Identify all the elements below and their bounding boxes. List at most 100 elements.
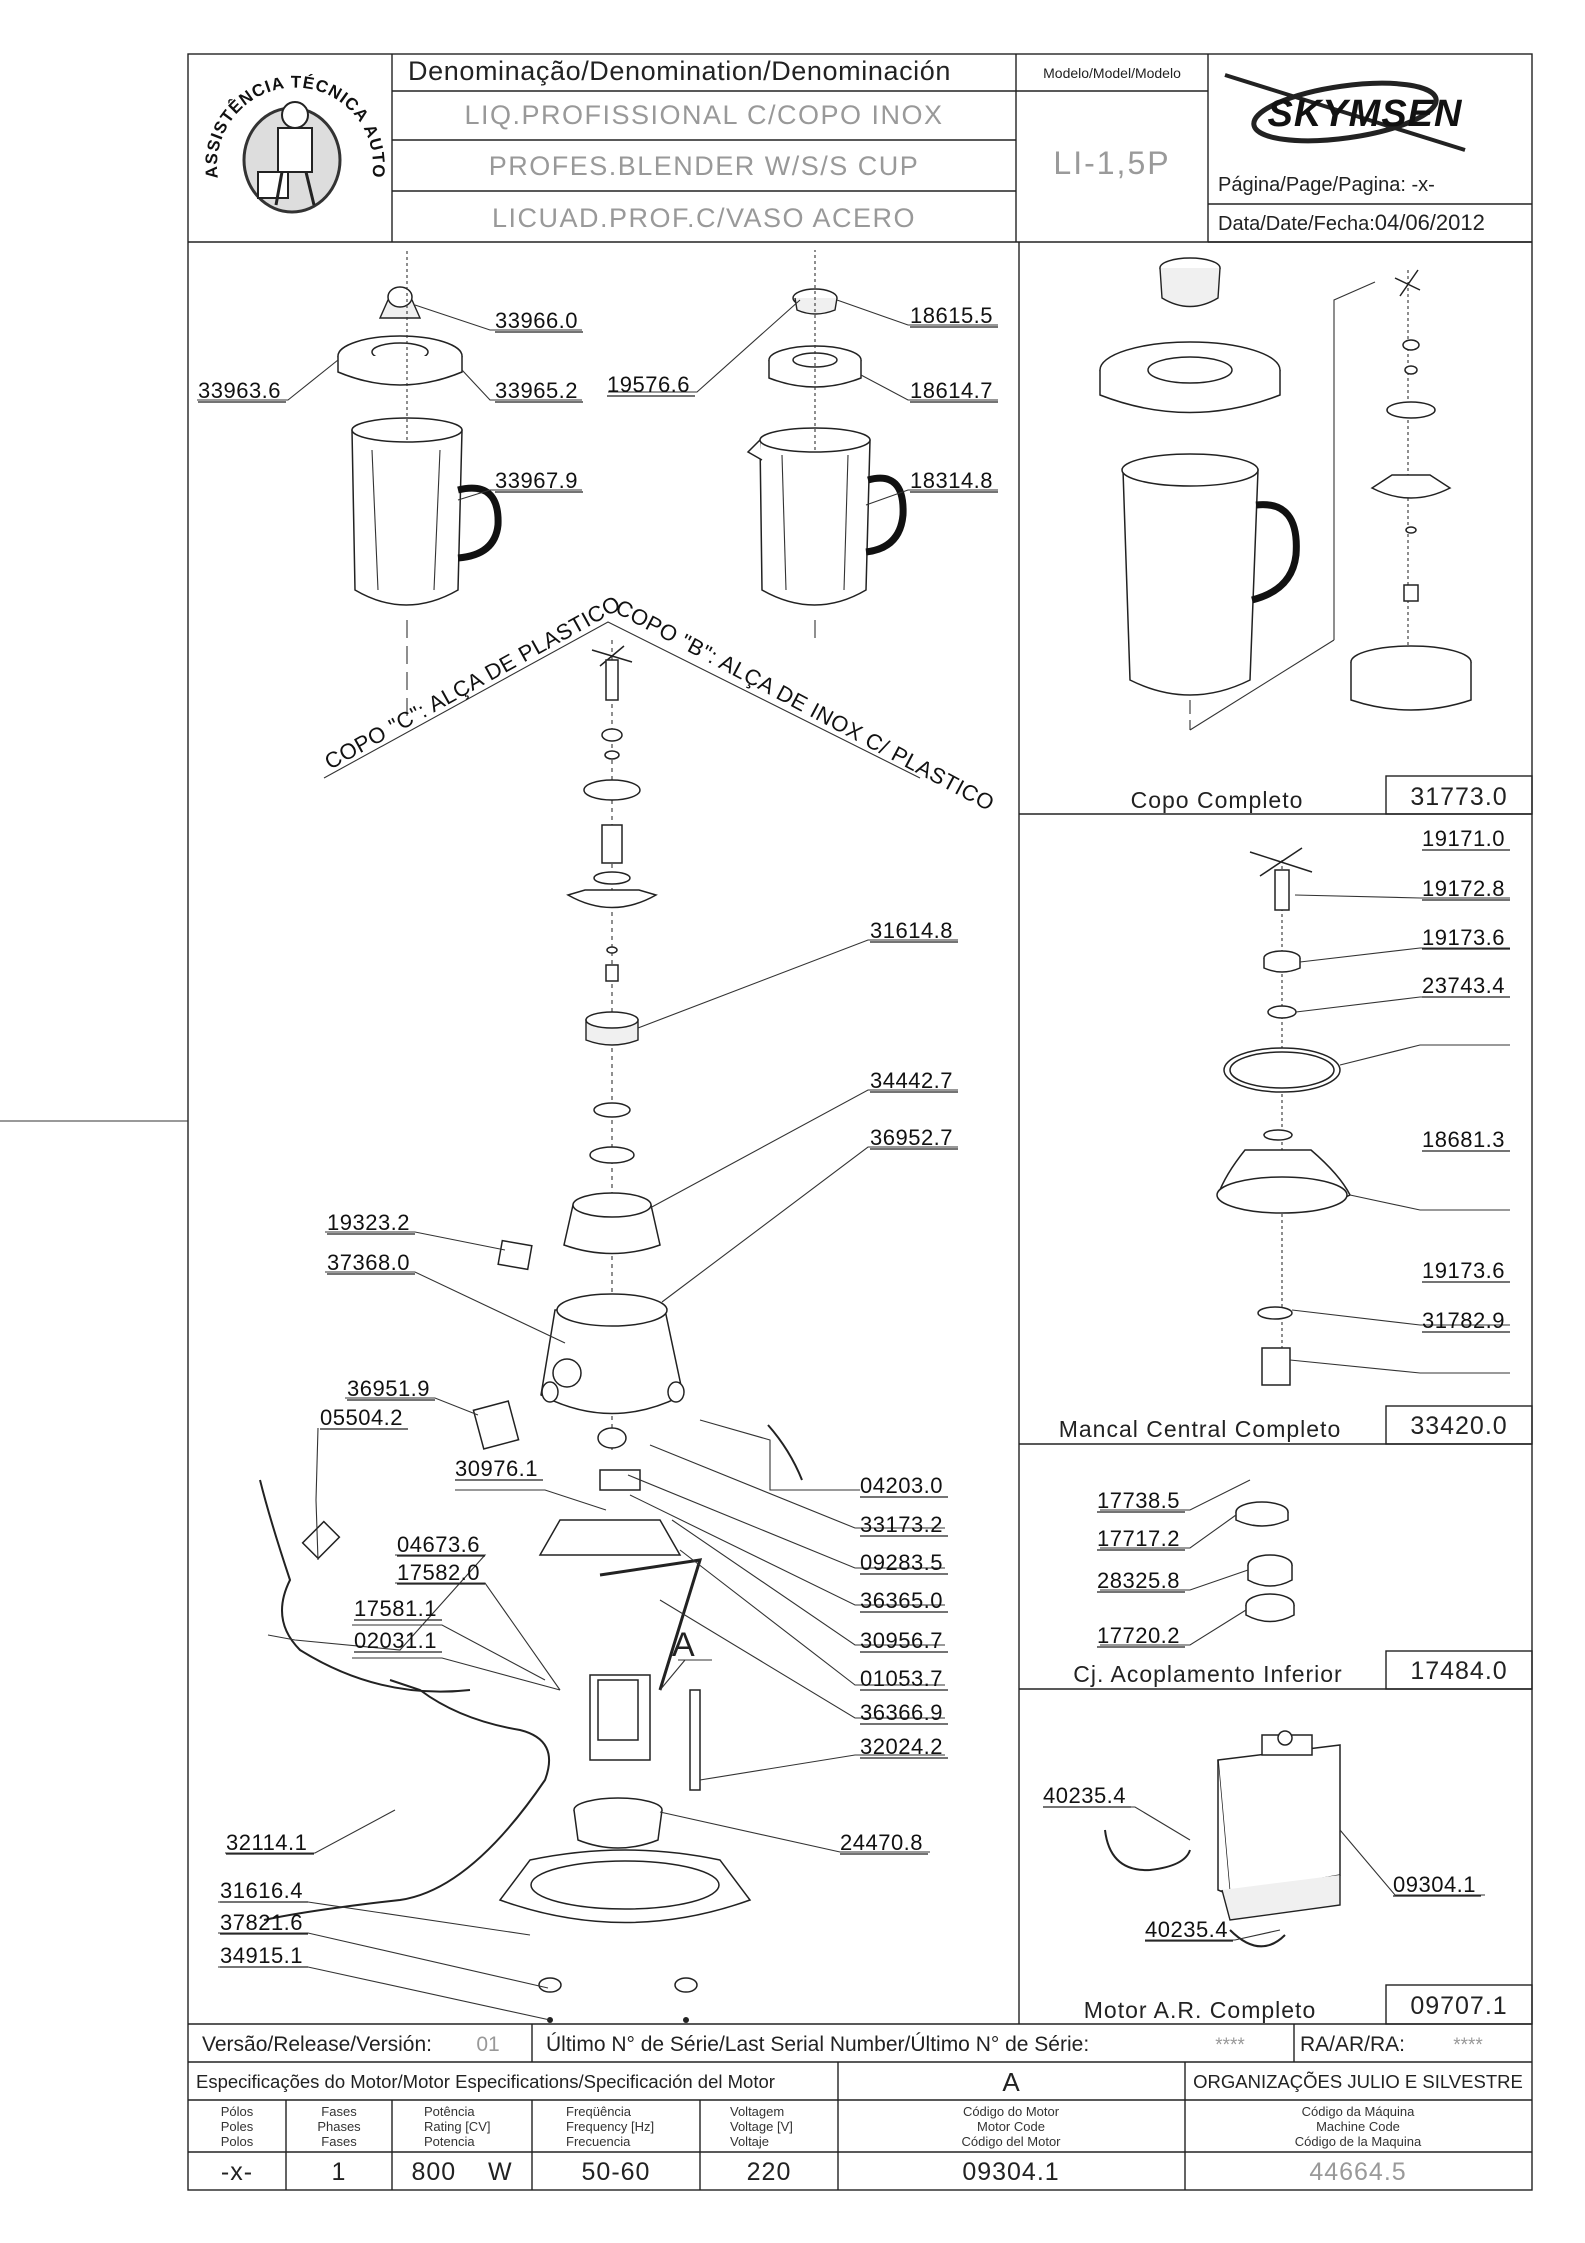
cup-b-assembly: [746, 250, 907, 640]
center-shaft-stack: [259, 640, 803, 2023]
part-number-05504: 05504.2: [320, 1405, 403, 1430]
spec-poles-h2: Poles: [221, 2119, 254, 2134]
part-number-18314: 18314.8: [910, 468, 993, 493]
sheet-frame: [0, 53, 1533, 2191]
product-name-en: PROFES.BLENDER W/S/S CUP: [489, 151, 920, 181]
spec-machine-code-h1: Código da Máquina: [1302, 2104, 1416, 2119]
part-number-04673: 04673.6: [397, 1532, 480, 1557]
part-number-17738: 17738.5: [1097, 1488, 1180, 1513]
spec-frequency-h1: Freqüência: [566, 2104, 632, 2119]
part-number-33967: 33967.9: [495, 468, 578, 493]
model-label: Modelo/Model/Modelo: [1043, 65, 1181, 81]
motor-spec-columns: Pólos Poles Polos -x- Fases Phases Fases…: [221, 2104, 1422, 2186]
part-number-36365: 36365.0: [860, 1588, 943, 1613]
spec-phases-value: 1: [332, 2158, 347, 2186]
subassembly-motor-code: 09707.1: [1410, 1992, 1507, 2020]
part-number-17581: 17581.1: [354, 1596, 437, 1621]
part-number-18615: 18615.5: [910, 303, 993, 328]
spec-machine-code: Código da Máquina Machine Code Código de…: [1295, 2104, 1422, 2186]
model-value: LI-1,5P: [1053, 145, 1170, 181]
spec-motor-code-h2: Motor Code: [977, 2119, 1045, 2134]
cup-b-label: COPO "B": ALÇA DE INOX C/ PLASTICO: [612, 594, 999, 816]
part-number-32024: 32024.2: [860, 1734, 943, 1759]
part-number-23743: 23743.4: [1422, 973, 1505, 998]
part-number-09304: 09304.1: [1393, 1872, 1476, 1897]
part-number-02031: 02031.1: [354, 1628, 437, 1653]
part-number-34915: 34915.1: [220, 1943, 303, 1968]
company-name: ORGANIZAÇÕES JULIO E SILVESTRE: [1193, 2071, 1523, 2092]
part-number-30956: 30956.7: [860, 1628, 943, 1653]
spec-motor-code-h1: Código do Motor: [963, 2104, 1060, 2119]
panel-acoplamento-inferior: Cj. Acoplamento Inferior 17484.0: [1073, 1479, 1507, 1687]
part-number-32114: 32114.1: [226, 1830, 307, 1855]
spec-machine-code-h2: Machine Code: [1316, 2119, 1400, 2134]
part-number-19323: 19323.2: [327, 1210, 410, 1235]
subassembly-motor-name: Motor A.R. Completo: [1084, 1997, 1316, 2023]
part-number-37368: 37368.0: [327, 1250, 410, 1275]
spec-rating-h3: Potencia: [424, 2134, 475, 2149]
authorized-assistance-seal: ASSISTÊNCIA TÉCNICA AUTORIZADA: [0, 0, 387, 214]
serial-value: ****: [1215, 2035, 1245, 2056]
footer-table: Versão/Release/Versión: 01 Último N° de …: [188, 2023, 1532, 2190]
part-number-04203: 04203.0: [860, 1473, 943, 1498]
subassembly-copo-completo-name: Copo Completo: [1131, 787, 1304, 813]
product-name-pt: LIQ.PROFISSIONAL C/COPO INOX: [464, 100, 943, 130]
spec-phases-h3: Fases: [321, 2134, 357, 2149]
spec-rating-h1: Potência: [424, 2104, 475, 2119]
spec-voltage-h1: Voltagem: [730, 2104, 784, 2119]
cup-c-assembly: [337, 250, 502, 720]
spec-voltage: Voltagem Voltage [V] Voltaje 220: [730, 2104, 793, 2186]
serial-label: Último N° de Série/Last Serial Number/Úl…: [546, 2033, 1089, 2056]
spec-frequency-h2: Frequency [Hz]: [566, 2119, 654, 2134]
part-number-30976: 30976.1: [455, 1456, 538, 1481]
subassembly-mancal-name: Mancal Central Completo: [1059, 1416, 1342, 1442]
part-number-40235a: 40235.4: [1043, 1783, 1126, 1808]
part-number-33173: 33173.2: [860, 1512, 943, 1537]
denomination-label: Denominação/Denomination/Denominación: [408, 56, 951, 86]
part-number-31782: 31782.9: [1422, 1308, 1505, 1333]
spec-phases: Fases Phases Fases 1: [317, 2104, 361, 2186]
subassembly-copo-completo-code: 31773.0: [1410, 783, 1507, 811]
spec-frequency-h3: Frecuencia: [566, 2134, 631, 2149]
detail-marker-a: A: [672, 1626, 695, 1664]
spec-poles-h3: Polos: [221, 2134, 254, 2149]
part-number-34442: 34442.7: [870, 1068, 953, 1093]
part-number-31616: 31616.4: [220, 1878, 303, 1903]
part-number-36951: 36951.9: [347, 1376, 430, 1401]
panel-motor-completo: Motor A.R. Completo 09707.1: [1045, 1730, 1507, 2023]
cup-type-labels: COPO "C": ALÇA DE PLASTICO COPO "B": ALÇ…: [320, 590, 998, 816]
spec-motor-code-value: 09304.1: [962, 2158, 1059, 2186]
part-number-33965: 33965.2: [495, 378, 578, 403]
date-label: Data/Date/Fecha:04/06/2012: [1218, 210, 1485, 235]
skymsen-logo: SKYMSEN: [1224, 73, 1466, 152]
brand-name: SKYMSEN: [1268, 93, 1463, 135]
version-label: Versão/Release/Versión:: [202, 2033, 432, 2056]
spec-rating-h2: Rating [CV]: [424, 2119, 490, 2134]
part-number-18614: 18614.7: [910, 378, 993, 403]
spec-rating-value: 800 W: [411, 2158, 512, 2186]
part-number-37821: 37821.6: [220, 1910, 303, 1935]
ra-label: RA/AR/RA:: [1300, 2033, 1405, 2056]
spec-motor-code-h3: Código del Motor: [962, 2134, 1062, 2149]
page-label: Página/Page/Pagina: -x-: [1218, 174, 1435, 196]
spec-voltage-h3: Voltaje: [730, 2134, 769, 2149]
ra-value: ****: [1453, 2035, 1483, 2056]
part-number-24470: 24470.8: [840, 1830, 923, 1855]
spec-motor-code: Código do Motor Motor Code Código del Mo…: [962, 2104, 1062, 2186]
motor-spec-label: Especificações do Motor/Motor Especifica…: [196, 2071, 775, 2092]
part-number-19171: 19171.0: [1422, 826, 1505, 851]
cup-c-label: COPO "C": ALÇA DE PLASTICO: [320, 590, 624, 774]
panel-dividers: [1018, 242, 1533, 2025]
part-number-19173b: 19173.6: [1422, 1258, 1505, 1283]
title-block: Denominação/Denomination/Denominación LI…: [0, 0, 1532, 243]
part-number-36952: 36952.7: [870, 1125, 953, 1150]
spec-poles-h1: Pólos: [221, 2104, 254, 2119]
part-number-17720: 17720.2: [1097, 1623, 1180, 1648]
part-number-28325: 28325.8: [1097, 1568, 1180, 1593]
panel-copo-completo: Copo Completo 31773.0: [1099, 257, 1507, 813]
spec-frequency-value: 50-60: [582, 2158, 651, 2186]
subassembly-mancal-code: 33420.0: [1410, 1412, 1507, 1440]
spec-machine-code-h3: Código de la Maquina: [1295, 2134, 1422, 2149]
spec-voltage-h2: Voltage [V]: [730, 2119, 793, 2134]
